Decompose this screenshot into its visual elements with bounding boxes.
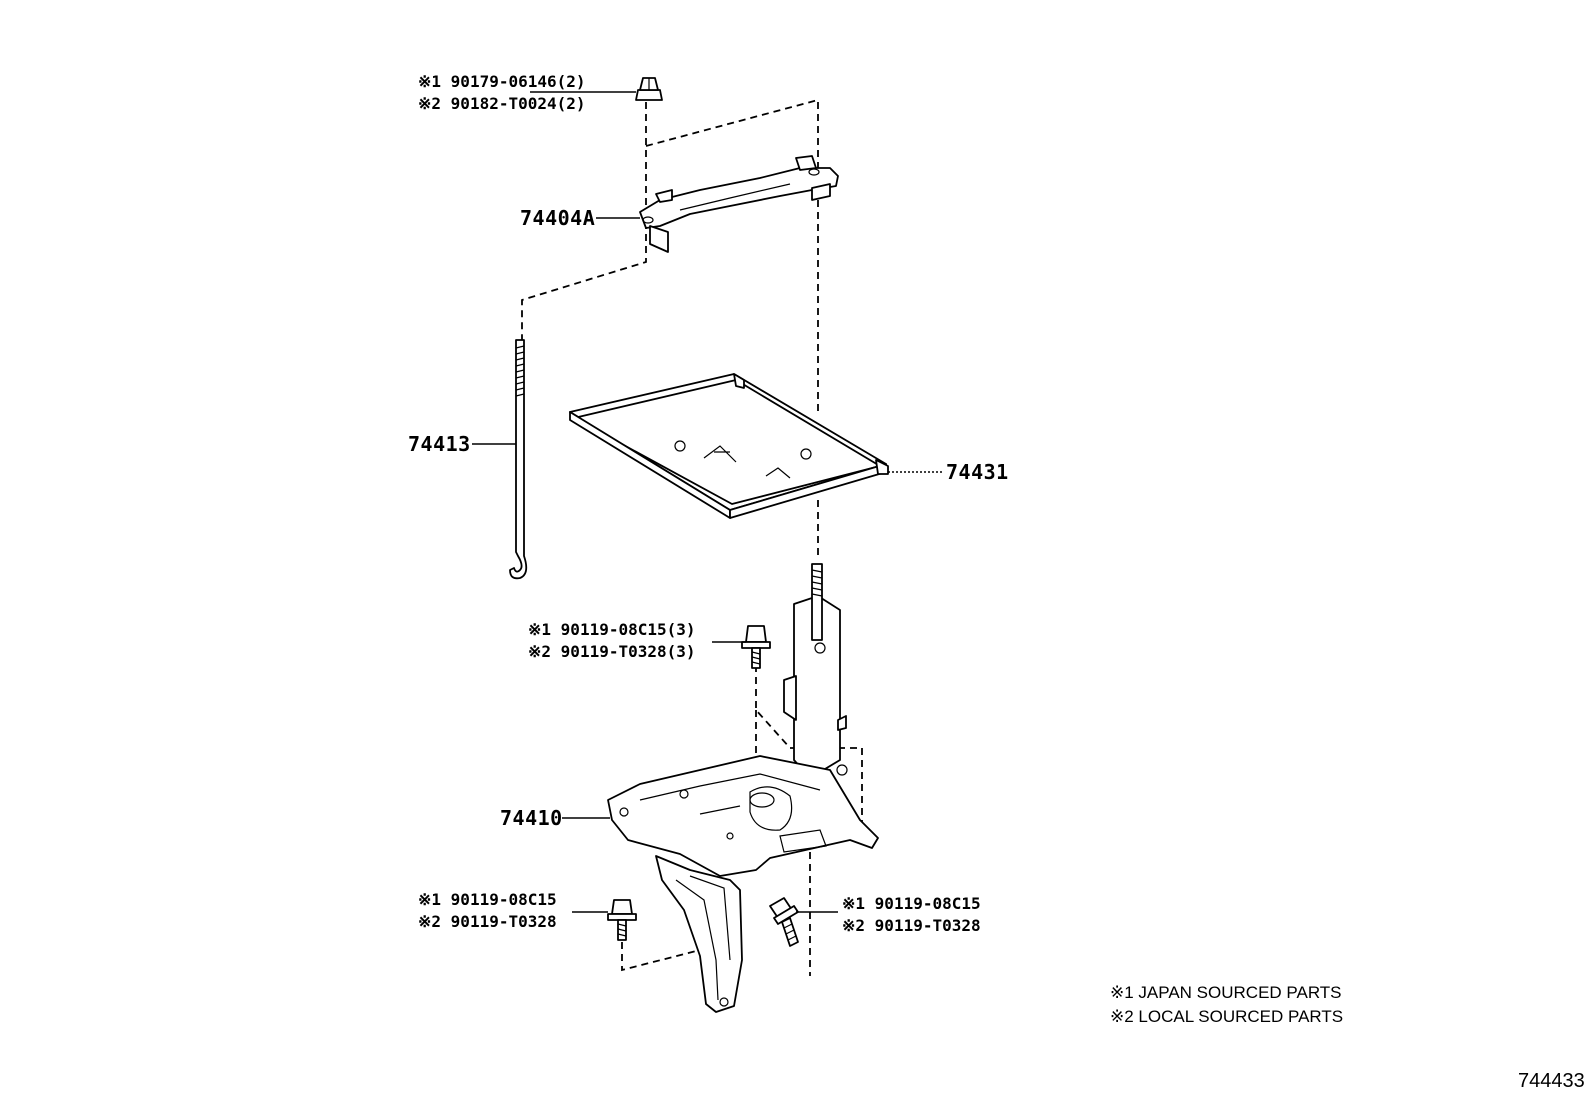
lower-left-bolt-code-local: ※2 90119-T0328: [418, 912, 557, 931]
lower-right-bolt-code-japan: ※1 90119-08C15: [842, 894, 981, 913]
top-nut-code-local: ※2 90182-T0024(2): [418, 94, 586, 113]
mid-bolt-code-local: ※2 90119-T0328(3): [528, 642, 696, 661]
illustration-number: 744433: [1518, 1070, 1585, 1092]
flange-nut-icon: [635, 77, 663, 101]
battery-carrier-icon: [607, 563, 879, 1013]
lower-left-bolt-icon: [607, 899, 637, 941]
lower-left-bolt-code-japan: ※1 90119-08C15: [418, 890, 557, 909]
battery-tray-icon: [569, 373, 889, 519]
legend-japan-sourced: ※1 JAPAN SOURCED PARTS: [1110, 983, 1342, 1002]
lower-right-bolt-code-local: ※2 90119-T0328: [842, 916, 981, 935]
legend-local-sourced: ※2 LOCAL SOURCED PARTS: [1110, 1007, 1344, 1026]
battery-clamp-icon: [639, 155, 839, 253]
top-nut-code-japan: ※1 90179-06146(2): [418, 72, 586, 91]
part-label-rod[interactable]: 74413: [408, 432, 471, 456]
part-label-tray[interactable]: 74431: [946, 460, 1009, 484]
hook-rod-icon: [509, 339, 528, 580]
part-label-clamp[interactable]: 74404A: [520, 206, 596, 230]
mid-bolt-code-japan: ※1 90119-08C15(3): [528, 620, 696, 639]
lower-right-bolt-icon: [769, 897, 799, 947]
mid-bolt-icon: [741, 625, 771, 669]
part-label-carrier[interactable]: 74410: [500, 806, 563, 830]
